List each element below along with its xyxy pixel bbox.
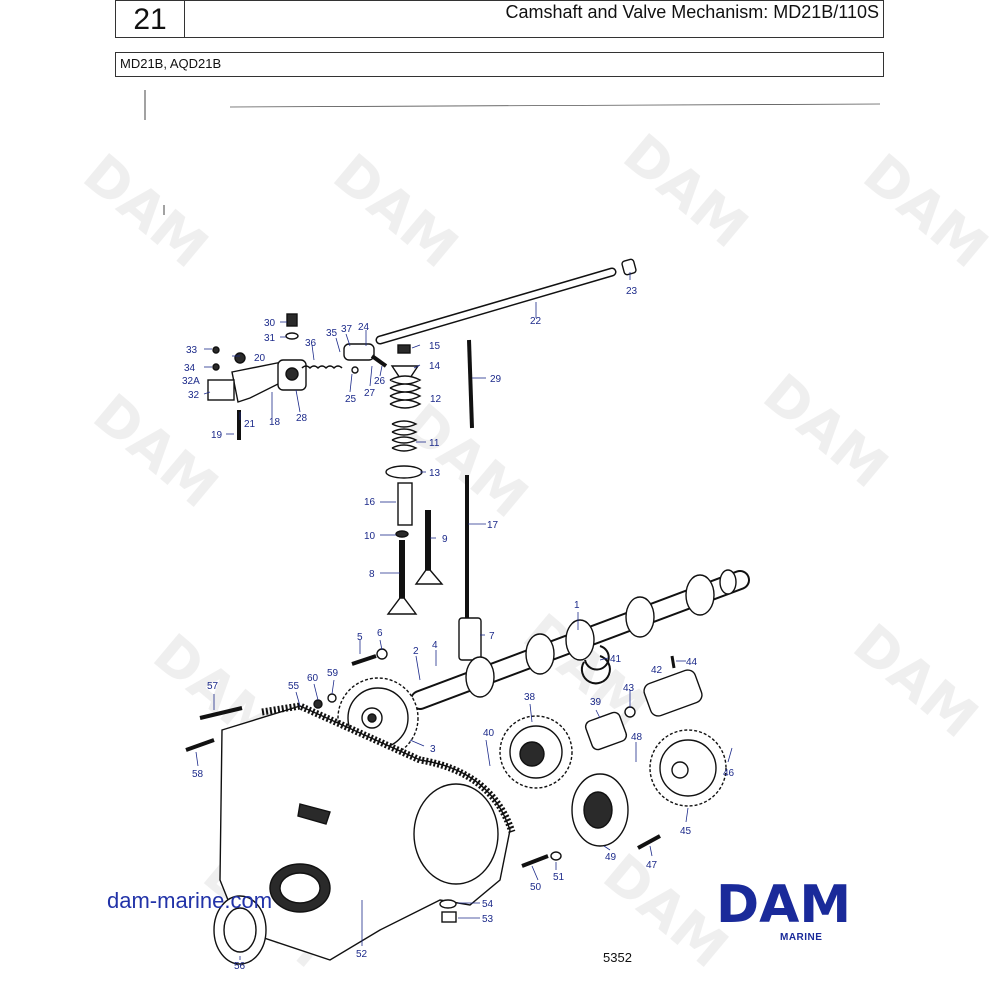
callout: 7: [489, 631, 495, 642]
callout: 50: [530, 882, 542, 893]
callout: 10: [364, 531, 376, 542]
callout: 16: [364, 497, 376, 508]
watermark-text: DAM: [72, 142, 220, 280]
watermark-text: DAM: [752, 362, 900, 500]
callout: 60: [307, 673, 319, 684]
callout: 12: [430, 394, 442, 405]
pushrod: [375, 258, 637, 345]
callout: 13: [429, 468, 441, 479]
watermark: DAM DAM DAM DAM DAM DAM DAM DAM DAM DAM …: [72, 122, 1000, 980]
callout: 28: [296, 413, 308, 424]
callout: 41: [610, 654, 622, 665]
callout: 44: [686, 657, 698, 668]
callout: 38: [524, 692, 536, 703]
callout: 57: [207, 681, 219, 692]
callout: 9: [442, 534, 448, 545]
callout: 26: [374, 376, 386, 387]
website-link[interactable]: dam-marine.com: [107, 888, 273, 913]
callout-labels: 1 2 3 4 5 6 7 8 9 10 11 12 13 14 15 16 1…: [182, 286, 735, 972]
callout: 42: [651, 665, 663, 676]
callout: 59: [327, 668, 339, 679]
brand-subtitle: MARINE: [780, 932, 823, 943]
bushing: [580, 655, 703, 751]
callout: 53: [482, 914, 494, 925]
callout: 4: [432, 640, 438, 651]
camshaft: [410, 569, 750, 710]
idler-gear: [499, 715, 573, 789]
callout: 55: [288, 681, 300, 692]
brand-name: DAM: [716, 876, 851, 935]
callout: 39: [590, 697, 602, 708]
callout: 40: [483, 728, 495, 739]
model-box: MD21B, AQD21B: [115, 52, 884, 77]
drawing-number: 5352: [603, 950, 632, 965]
title-box: Camshaft and Valve Mechanism: MD21B/110S: [184, 0, 884, 38]
callout: 14: [429, 361, 441, 372]
callout: 30: [264, 318, 276, 329]
callout: 11: [429, 438, 440, 449]
pushrod-cap: [621, 258, 637, 276]
callout: 18: [269, 417, 281, 428]
callout: 56: [234, 961, 246, 972]
page-title: Camshaft and Valve Mechanism: MD21B/110S: [505, 2, 879, 22]
callout: 27: [364, 388, 376, 399]
page-number-box: 21: [115, 0, 185, 38]
hub: [571, 773, 629, 847]
callout: 36: [305, 338, 317, 349]
callout: 21: [244, 419, 256, 430]
callout: 17: [487, 520, 499, 531]
callout: 43: [623, 683, 635, 694]
callout: 32A: [182, 376, 200, 387]
valve-spring-stack: [385, 339, 482, 661]
rocker-assembly: [207, 313, 388, 440]
callout: 32: [188, 390, 200, 401]
callout: 2: [413, 646, 419, 657]
callout: 19: [211, 430, 223, 441]
callout: 3: [430, 744, 436, 755]
callout: 35: [326, 328, 338, 339]
callout: 33: [186, 345, 198, 356]
watermark-text: DAM: [612, 122, 760, 260]
callout: 1: [574, 600, 580, 611]
callout: 47: [646, 860, 658, 871]
callout: 45: [680, 826, 692, 837]
bolts: [185, 648, 661, 923]
callout: 6: [377, 628, 383, 639]
callout: 5: [357, 632, 363, 643]
callout: 51: [553, 872, 565, 883]
leader-lines: [195, 272, 733, 960]
timing-cover: [213, 702, 516, 965]
watermark-text: DAM: [322, 142, 470, 280]
callout: 52: [356, 949, 368, 960]
callout: 22: [530, 316, 542, 327]
callout: 31: [264, 333, 276, 344]
callout: 58: [192, 769, 204, 780]
border-line: [229, 103, 881, 108]
callout: 49: [605, 852, 617, 863]
callout: 8: [369, 569, 375, 580]
watermark-text: DAM: [82, 382, 230, 520]
watermark-text: DAM: [852, 142, 1000, 280]
crank-gear: [649, 729, 727, 807]
callout: 20: [254, 353, 266, 364]
callout: 48: [631, 732, 643, 743]
callout: 29: [490, 374, 502, 385]
callout: 46: [723, 768, 735, 779]
dam-logo: DAM: [716, 876, 851, 935]
watermark-text: DAM: [842, 612, 990, 750]
page-number: 21: [133, 3, 167, 36]
callout: 23: [626, 286, 638, 297]
callout: 25: [345, 394, 357, 405]
callout: 24: [358, 322, 370, 333]
callout: 34: [184, 363, 196, 374]
callout: 37: [341, 324, 353, 335]
callout: 54: [482, 899, 494, 910]
model-label: MD21B, AQD21B: [120, 56, 222, 71]
callout: 15: [429, 341, 441, 352]
